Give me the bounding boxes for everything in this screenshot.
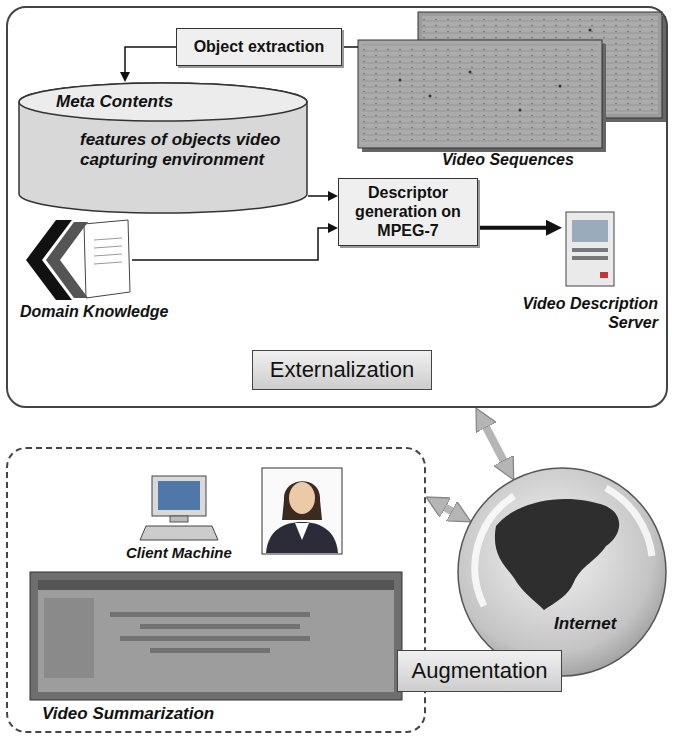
person-portrait	[262, 468, 342, 554]
database-cylinder: Meta Contents features of objects video c…	[18, 82, 308, 214]
server-node: Video Description Server	[562, 210, 618, 288]
heading-text: Augmentation	[412, 658, 548, 684]
node-text: features of objects video capturing envi…	[80, 130, 295, 171]
caption: Video Summarization	[42, 704, 302, 724]
caption: Internet	[554, 614, 644, 634]
connector	[484, 424, 505, 465]
process-box: Object extraction	[176, 28, 342, 66]
connector	[132, 228, 330, 260]
screenshot-node: Video Summarization	[30, 572, 402, 700]
book-node: Domain Knowledge	[22, 218, 132, 300]
connector	[125, 47, 176, 74]
externalization-panel: ExternalizationObject extractionVideo Se…	[6, 6, 668, 408]
caption: Domain Knowledge	[20, 302, 260, 321]
screenshot	[30, 572, 402, 700]
connector	[308, 195, 330, 197]
video-frames-node: Video Sequences	[358, 12, 662, 148]
computer-node: Client Machine	[150, 474, 220, 542]
heading-box: Externalization	[252, 350, 432, 390]
computer-icon	[140, 476, 218, 540]
caption: Client Machine	[126, 544, 256, 562]
process-box: Descriptor generation on MPEG-7	[338, 178, 478, 246]
augmentation-panel: AugmentationClient MachineVideo Summariz…	[6, 447, 426, 733]
video-frames	[358, 12, 666, 152]
internet-globe: Internet	[456, 466, 668, 678]
connector	[478, 226, 549, 230]
caption: Video Description Server	[488, 294, 658, 332]
book-icon	[26, 220, 130, 300]
node-text: Meta Contents	[56, 92, 256, 112]
connector	[441, 506, 455, 514]
box-text: Object extraction	[194, 37, 325, 56]
connector	[342, 46, 358, 48]
globe-outline	[456, 466, 668, 678]
heading-box: Augmentation	[397, 650, 562, 692]
heading-text: Externalization	[270, 357, 414, 383]
caption: Video Sequences	[442, 150, 622, 169]
server-icon	[566, 212, 614, 286]
box-text: Descriptor generation on MPEG-7	[345, 183, 471, 241]
